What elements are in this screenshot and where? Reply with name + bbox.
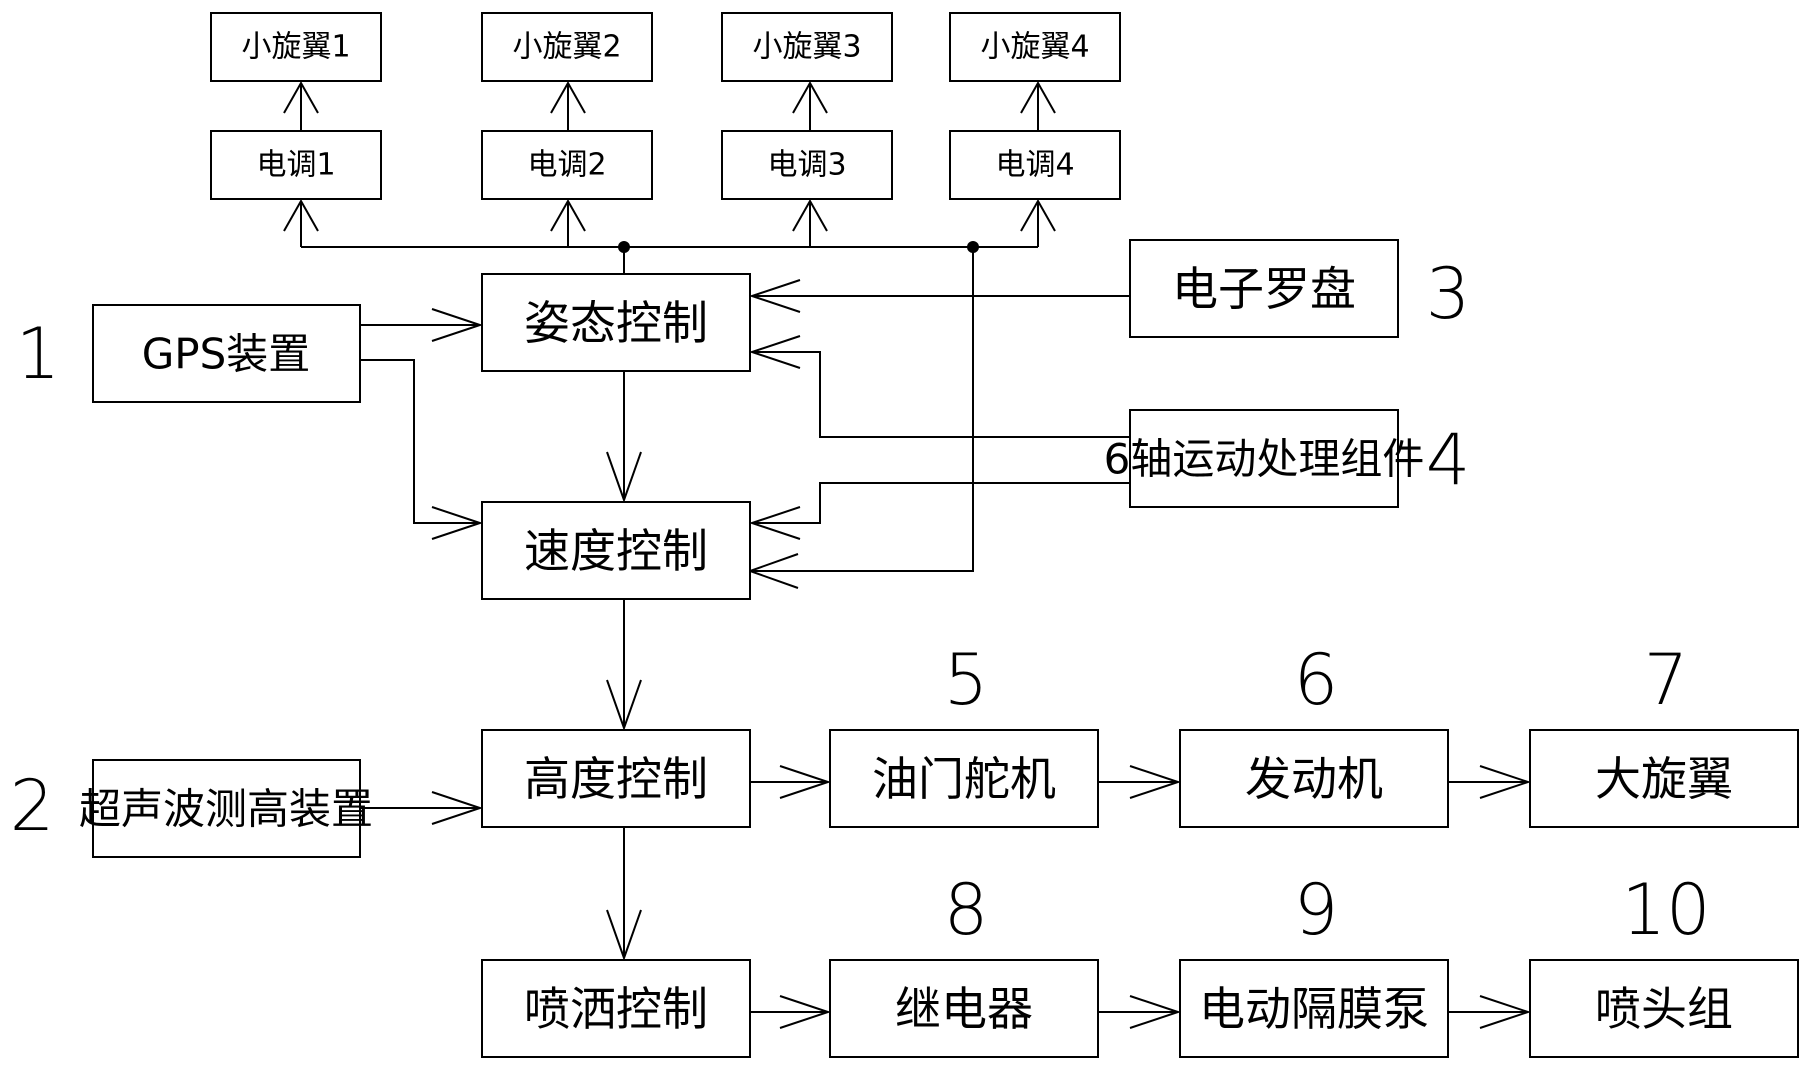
control-flow-arrows (607, 371, 641, 958)
engine-label: 发动机 (1245, 752, 1383, 806)
speed-control-box: 速度控制 (482, 502, 750, 599)
ref-number-6: 6 (1294, 639, 1339, 721)
ref-number-5: 5 (944, 639, 989, 721)
rotor-box-4: 小旋翼4 (950, 13, 1120, 81)
attitude-control-label: 姿态控制 (524, 296, 708, 350)
esc-label-1: 电调1 (256, 148, 335, 183)
nozzles-label: 喷头组 (1595, 982, 1733, 1036)
ref-number-4: 4 (1426, 419, 1471, 501)
ref-number-7: 7 (1644, 639, 1689, 721)
height-control-label: 高度控制 (524, 752, 708, 806)
attitude-control-box: 姿态控制 (482, 274, 750, 371)
ref-number-2: 2 (10, 765, 55, 847)
ultrasonic-label: 超声波测高装置 (79, 785, 373, 834)
pump-box: 电动隔膜泵 (1180, 960, 1448, 1057)
esc-box-2: 电调2 (482, 131, 652, 199)
throttle-servo-label: 油门舵机 (872, 752, 1056, 806)
ref-number-10: 10 (1621, 869, 1710, 951)
rotor-label-1: 小旋翼1 (241, 30, 350, 65)
big-rotor-box: 大旋翼 (1530, 730, 1798, 827)
relay-label: 继电器 (895, 982, 1033, 1036)
gps-label: GPS装置 (142, 330, 311, 379)
rotor-label-3: 小旋翼3 (752, 30, 861, 65)
ref-number-8: 8 (944, 869, 989, 951)
engine-box: 发动机 (1180, 730, 1448, 827)
ref-number-1: 1 (16, 313, 61, 395)
throttle-servo-box: 油门舵机 (830, 730, 1098, 827)
rotor-box-1: 小旋翼1 (211, 13, 381, 81)
nozzles-box: 喷头组 (1530, 960, 1798, 1057)
rotor-box-3: 小旋翼3 (722, 13, 892, 81)
rotor-label-2: 小旋翼2 (512, 30, 621, 65)
esc-label-4: 电调4 (995, 148, 1074, 183)
pump-label: 电动隔膜泵 (1199, 982, 1429, 1036)
esc-box-4: 电调4 (950, 131, 1120, 199)
relay-box: 继电器 (830, 960, 1098, 1057)
rotor-box-2: 小旋翼2 (482, 13, 652, 81)
esc-box-3: 电调3 (722, 131, 892, 199)
esc-to-rotor-arrows (284, 83, 1055, 131)
compass-box: 电子罗盘 (1130, 240, 1398, 337)
six-axis-label: 6轴运动处理组件 (1104, 435, 1425, 484)
esc-label-2: 电调2 (527, 148, 606, 183)
esc-box-1: 电调1 (211, 131, 381, 199)
ref-number-3: 3 (1426, 253, 1471, 335)
ref-number-9: 9 (1294, 869, 1339, 951)
ultrasonic-box: 超声波测高装置 (79, 760, 373, 857)
speed-control-label: 速度控制 (524, 524, 708, 578)
rotor-label-4: 小旋翼4 (980, 30, 1089, 65)
compass-label: 电子罗盘 (1172, 262, 1356, 316)
gps-box: GPS装置 (93, 305, 360, 402)
spray-control-box: 喷洒控制 (482, 960, 750, 1057)
esc-label-3: 电调3 (767, 148, 846, 183)
six-axis-box: 6轴运动处理组件 (1104, 410, 1425, 507)
height-control-box: 高度控制 (482, 730, 750, 827)
spray-control-label: 喷洒控制 (524, 982, 708, 1036)
big-rotor-label: 大旋翼 (1595, 752, 1733, 806)
